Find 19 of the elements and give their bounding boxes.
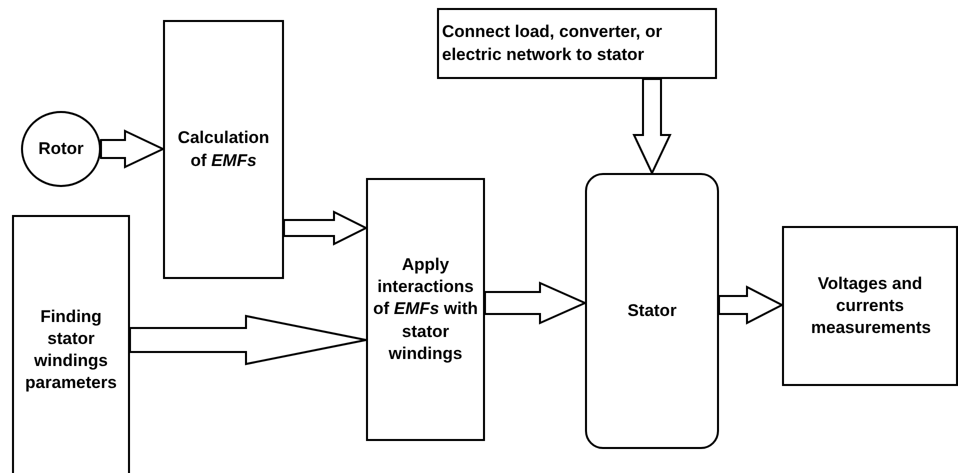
block-arrow bbox=[718, 285, 784, 325]
node-label: Stator bbox=[627, 300, 677, 322]
node-label: Finding stator windings parameters bbox=[24, 306, 118, 394]
block-arrow bbox=[484, 281, 588, 325]
process-box bbox=[12, 215, 130, 473]
process-box bbox=[163, 20, 284, 279]
node-label: Apply interactions of EMFs with stator windings bbox=[372, 254, 479, 365]
process-box bbox=[782, 226, 958, 386]
process-box bbox=[437, 8, 717, 79]
process-box bbox=[366, 178, 485, 441]
node-label: Calculation of EMFs bbox=[176, 127, 270, 172]
block-arrow bbox=[100, 129, 166, 169]
node-label: Connect load, converter, or electric network to stator bbox=[442, 21, 664, 66]
node-label: Rotor bbox=[38, 138, 84, 160]
node-label: Voltages and currents measurements bbox=[811, 272, 929, 340]
block-arrow bbox=[632, 78, 672, 176]
block-arrow bbox=[129, 314, 367, 366]
block-arrow bbox=[283, 210, 368, 246]
stator-block bbox=[585, 173, 719, 449]
